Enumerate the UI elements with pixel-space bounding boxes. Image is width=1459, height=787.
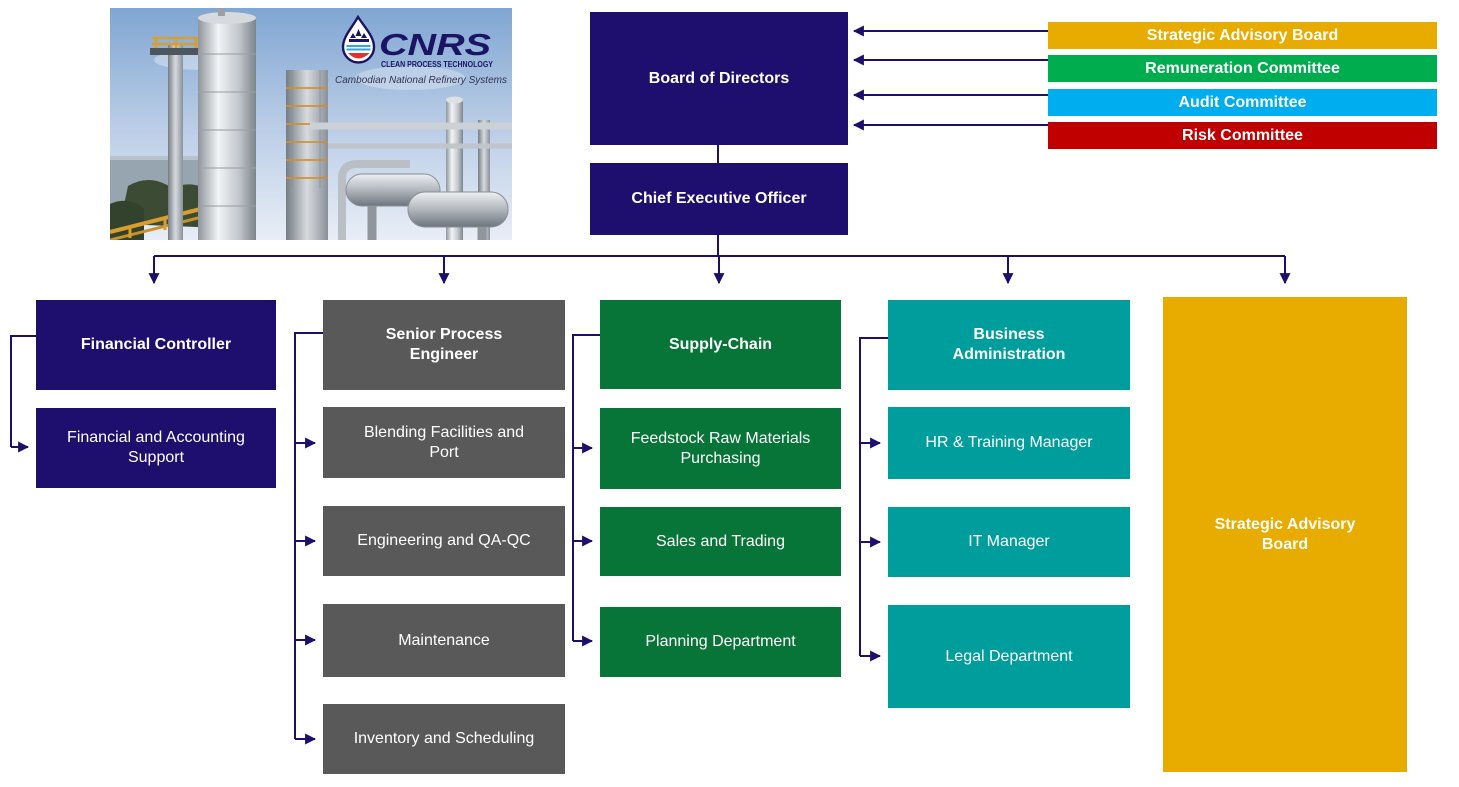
hr-training-manager-box: HR & Training Manager — [888, 407, 1130, 479]
spine-supply-chain — [572, 334, 600, 641]
planning-department-box: Planning Department — [600, 607, 841, 677]
strategic-advisory-board-bar: Strategic Advisory Board — [1048, 22, 1437, 49]
board-of-directors-box: Board of Directors — [590, 12, 848, 145]
it-manager-box: IT Manager — [888, 507, 1130, 577]
inventory-scheduling-box: Inventory and Scheduling — [323, 704, 565, 774]
chief-executive-officer-box: Chief Executive Officer — [590, 163, 848, 235]
maintenance-box: Maintenance — [323, 604, 565, 677]
business-administration-box: Business Administration — [888, 300, 1130, 390]
logo-subtitle-text: Cambodian National Refinery Systems — [335, 74, 508, 86]
spine-financial — [10, 335, 36, 447]
cnrs-logo: CNRS CLEAN PROCESS TECHNOLOGY Cambodian … — [335, 14, 508, 86]
supply-chain-box: Supply-Chain — [600, 300, 841, 389]
blending-facilities-port-box: Blending Facilities and Port — [323, 407, 565, 478]
refinery-photo: CNRS CLEAN PROCESS TECHNOLOGY Cambodian … — [110, 8, 512, 240]
spine-business-admin — [859, 337, 888, 656]
strategic-advisory-board-box: Strategic Advisory Board — [1163, 297, 1407, 772]
risk-committee-bar: Risk Committee — [1048, 122, 1437, 149]
financial-accounting-support-box: Financial and Accounting Support — [36, 408, 276, 488]
logo-brand-text: CNRS — [379, 27, 491, 62]
logo-tagline-text: CLEAN PROCESS TECHNOLOGY — [381, 60, 494, 69]
feedstock-raw-materials-box: Feedstock Raw Materials Purchasing — [600, 408, 841, 489]
sales-trading-box: Sales and Trading — [600, 507, 841, 576]
financial-controller-box: Financial Controller — [36, 300, 276, 390]
senior-process-engineer-box: Senior Process Engineer — [323, 300, 565, 390]
temple-icon — [350, 29, 367, 38]
audit-committee-bar: Audit Committee — [1048, 89, 1437, 116]
legal-department-box: Legal Department — [888, 605, 1130, 708]
remuneration-committee-bar: Remuneration Committee — [1048, 55, 1437, 82]
spine-process — [294, 332, 323, 739]
engineering-qa-qc-box: Engineering and QA-QC — [323, 506, 565, 576]
